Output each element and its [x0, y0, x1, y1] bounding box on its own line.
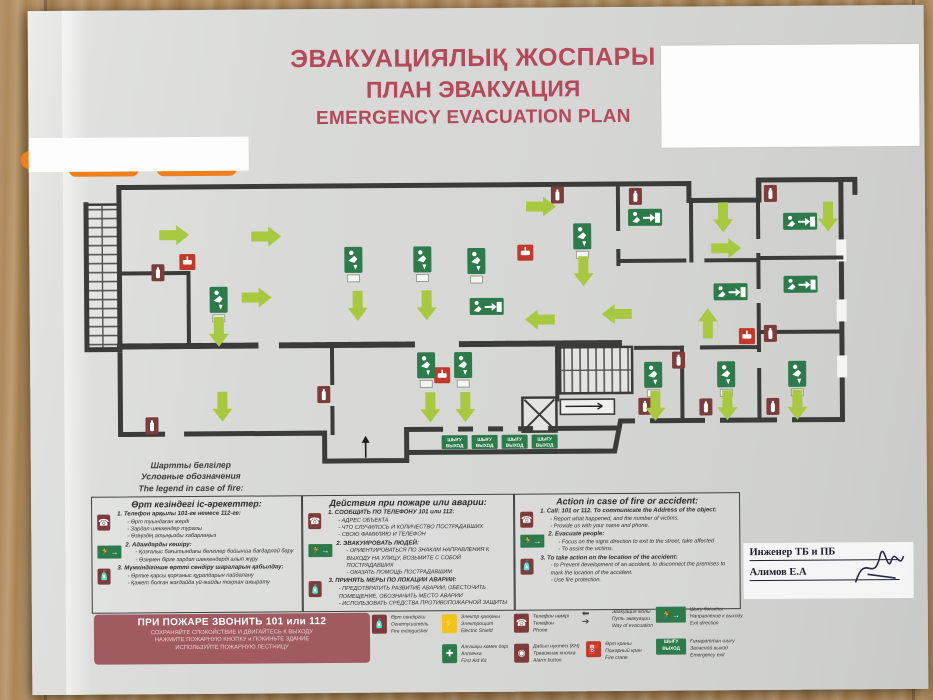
exit-direction-sign-icon: 🏃→	[655, 606, 686, 623]
electric-shield-icon: ⚡	[441, 614, 457, 634]
fire-hydrant-icon	[738, 327, 756, 345]
instructions-russian: Действия при пожаре или аварии: ☎ 1. СОО…	[302, 493, 515, 613]
fire-hydrant-icon	[178, 253, 197, 271]
exit-sign-icon: 🏃→	[308, 543, 333, 578]
instruction-item: 🧴 3. ПРИНЯТЬ МЕРЫ ПО ЛОКАЦИИ АВАРИИ: ПРЕ…	[308, 577, 509, 609]
instruction-item: 🧴 3. Мүмкіндігінше өртті сөндіру шаралар…	[97, 564, 296, 588]
emergency-line-2: СОХРАНЯЙТЕ СПОКОЙСТВИЕ И ДВИГАЙТЕСЬ К ВЫ…	[150, 628, 314, 636]
instruction-item: 🏃→ 2. Evacuate people: Focus on the sign…	[520, 531, 734, 555]
phone-icon: ☎	[513, 613, 529, 633]
title-russian: ПЛАН ЭВАКУАЦИЯ	[365, 75, 581, 103]
redaction-box-top-right	[660, 43, 920, 148]
alarm-button-icon: ◉	[514, 643, 530, 663]
entry-direction-box	[559, 398, 616, 416]
entrance-arrow	[361, 435, 370, 458]
svg-text:ШЫҒУ: ШЫҒУ	[477, 437, 492, 442]
fire-crane-icon: ⛽	[586, 641, 602, 658]
svg-text:ВЫХОД: ВЫХОД	[446, 443, 464, 448]
svg-text:ВЫХОД: ВЫХОД	[536, 442, 554, 447]
evacuation-way-arrows-icon: ⬅➔	[581, 608, 590, 627]
instruction-item: 🏃→ 2. ЭВАКУИРОВАТЬ ЛЮДЕЙ: ОРИЕНТИРОВАТЬС…	[308, 539, 508, 577]
exit-sign-icon: 🏃→	[97, 545, 122, 564]
window-openings	[836, 239, 848, 378]
extinguisher-icon: 🧴	[308, 581, 325, 609]
exit-sign-icon: 🏃→	[520, 534, 545, 554]
staircase-central	[558, 345, 634, 395]
extinguisher-icon: 🧴	[97, 568, 114, 587]
svg-text:ШЫҒУ: ШЫҒУ	[507, 437, 522, 442]
instructions-kazakh: Өрт кезіндегі іс-әрекеттер: ☎ 1. Телефон…	[91, 495, 303, 614]
column-heading-kk: Өрт кезіндегі іс-әрекеттер:	[131, 498, 262, 510]
emergency-call-box: ПРИ ПОЖАРЕ ЗВОНИТЬ 101 или 112 СОХРАНЯЙТ…	[93, 612, 371, 665]
fire-hydrant-icon	[433, 366, 452, 385]
extinguisher-icon: 🧴	[371, 614, 387, 634]
first-aid-icon: ✚	[442, 644, 458, 664]
column-heading-en: Action in case of fire or accident:	[556, 495, 699, 507]
elevator-shaft	[521, 396, 558, 433]
svg-text:ШЫҒУ: ШЫҒУ	[447, 437, 462, 442]
emergency-line-1: ПРИ ПОЖАРЕ ЗВОНИТЬ 101 или 112	[137, 616, 327, 629]
instruction-item: ☎ 1. СООБЩИТЬ ПО ТЕЛЕФОНУ 101 или 112: А…	[308, 509, 508, 540]
instruction-item: 🏃→ 2. Адамдарды көшіру: Қозғалыс бағытын…	[97, 541, 296, 565]
outer-walls	[83, 176, 858, 464]
instructions-english: Action in case of fire or accident: ☎ 1.…	[514, 492, 741, 611]
emergency-line-3: НАЖМИТЕ ПОЖАРНУЮ КНОПКУ и ПОКИНЬТЕ ЗДАНИ…	[154, 636, 310, 644]
phone-icon: ☎	[97, 514, 113, 542]
plan-title: ЭВАКУАЦИЯЛЫҚ ЖОСПАРЫ ПЛАН ЭВАКУАЦИЯ EMER…	[208, 42, 739, 131]
instruction-item: ☎ 1. Call: 101 or 112. To communicate th…	[520, 507, 734, 531]
extinguisher-icon: 🧴	[520, 558, 536, 585]
svg-text:ВЫХОД: ВЫХОД	[506, 443, 524, 448]
handwritten-signature	[854, 550, 905, 583]
svg-text:ВЫХОД: ВЫХОД	[476, 443, 494, 448]
phone-icon: ☎	[520, 511, 536, 531]
legend-header-en: The legend in case of fire:	[138, 482, 244, 494]
title-kazakh: ЭВАКУАЦИЯЛЫҚ ЖОСПАРЫ	[290, 42, 656, 74]
evacuation-plan-sheet: ЭВАКУАЦИЯЛЫҚ ЖОСПАРЫ ПЛАН ЭВАКУАЦИЯ EMER…	[20, 4, 929, 696]
svg-text:ШЫҒУ: ШЫҒУ	[537, 436, 552, 441]
fire-hydrant-icon	[516, 243, 535, 262]
phone-icon: ☎	[308, 513, 324, 540]
instruction-item: 🧴 3. To take action on the location of t…	[520, 554, 734, 585]
inner-walls-textured	[116, 339, 622, 350]
column-heading-ru: Действия при пожаре или аварии:	[329, 496, 487, 509]
redaction-box-left	[28, 136, 249, 173]
title-english: EMERGENCY EVACUATION PLAN	[315, 105, 631, 130]
emergency-line-4: ИСПОЛЬЗУЙТЕ ПОЖАРНУЮ ЛЕСТНИЦУ	[175, 643, 289, 651]
staircase-top-left	[84, 203, 122, 351]
signature-block: Инженер ТБ и ПБ Алимов Е.А	[743, 541, 914, 600]
legend-header: Шартты белгілер Условные обозначения The…	[91, 459, 291, 495]
instruction-item: ☎ 1. Телефон арқылы 101-ге немесе 112-ге…	[97, 510, 296, 541]
